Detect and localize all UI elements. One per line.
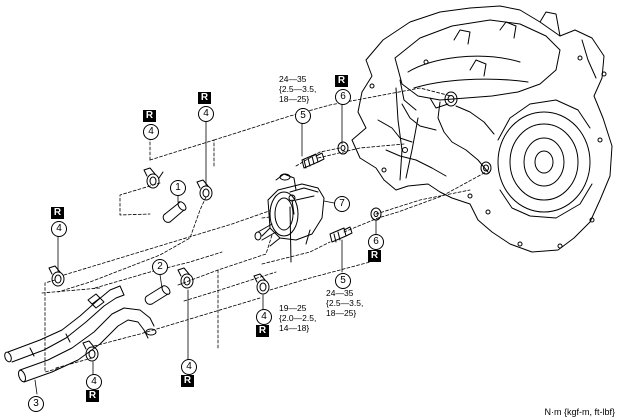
short-hose-2: [144, 285, 171, 305]
oil-cooler-hose: [4, 285, 157, 383]
replace-mark-6-lower: R: [368, 250, 381, 262]
callout-2: 2: [152, 259, 168, 275]
callout-4-upper-mid: 4: [198, 106, 214, 122]
clamp-upper-mid: [196, 179, 213, 201]
callout-6-lower: 6: [368, 234, 384, 250]
callout-4-bottom: 4: [86, 374, 102, 390]
torque-value: 19—25: [279, 303, 307, 313]
callout-4-upper-left: 4: [143, 124, 159, 140]
callout-7: 7: [334, 196, 350, 212]
replace-mark-4-mid: R: [181, 375, 194, 387]
replace-mark-4-lower-mid: R: [256, 325, 269, 337]
torque-kgfm: {2.5—3.5,: [279, 84, 317, 94]
torque-spec-oil-cooler: 19—25 {2.0—2.5, 14—18}: [279, 303, 316, 333]
callout-4-left: 4: [51, 221, 67, 237]
torque-units-label: N·m {kgf-m, ft-lbf}: [544, 407, 615, 417]
callout-5-upper: 5: [295, 108, 311, 124]
torque-kgfm: {2.0—2.5,: [279, 313, 317, 323]
torque-value: 24—35: [279, 74, 307, 84]
callout-5-lower: 5: [335, 273, 351, 289]
callout-ticks: [34, 103, 377, 395]
washer-upper: [337, 141, 349, 155]
replace-mark-4-upper-left: R: [143, 110, 156, 122]
hose-clamps: [48, 167, 270, 362]
bolt-upper: [301, 152, 325, 169]
bolt-lower: [329, 226, 353, 243]
short-hose-1: [162, 201, 187, 223]
torque-value: 24—35: [326, 288, 354, 298]
clamp-upper-left: [143, 167, 164, 189]
torque-kgfm: {2.5—3.5,: [326, 298, 364, 308]
callout-6-upper: 6: [335, 89, 351, 105]
clamp-left: [48, 265, 65, 287]
replace-mark-4-upper-mid: R: [198, 92, 211, 104]
replace-mark-4-bottom: R: [86, 390, 99, 402]
replace-mark-4-left: R: [51, 207, 64, 219]
torque-spec-bolt-upper: 24—35 {2.5—3.5, 18—25}: [279, 74, 316, 104]
transmission-case: [351, 5, 613, 253]
torque-ftlbf: 18—25}: [279, 94, 310, 104]
callout-4-lower-mid: 4: [256, 309, 272, 325]
callout-3: 3: [28, 396, 44, 412]
oil-cooler: [254, 173, 325, 263]
torque-ftlbf: 18—25}: [326, 308, 357, 318]
replace-mark-6-upper: R: [335, 75, 348, 87]
callout-1: 1: [170, 180, 186, 196]
torque-ftlbf: 14—18}: [279, 323, 310, 333]
leader-lines: [41, 87, 487, 373]
clamp-mid: [177, 267, 194, 289]
callout-4-mid: 4: [181, 359, 197, 375]
torque-spec-bolt-lower: 24—35 {2.5—3.5, 18—25}: [326, 288, 363, 318]
clamp-lower-mid: [253, 273, 270, 295]
